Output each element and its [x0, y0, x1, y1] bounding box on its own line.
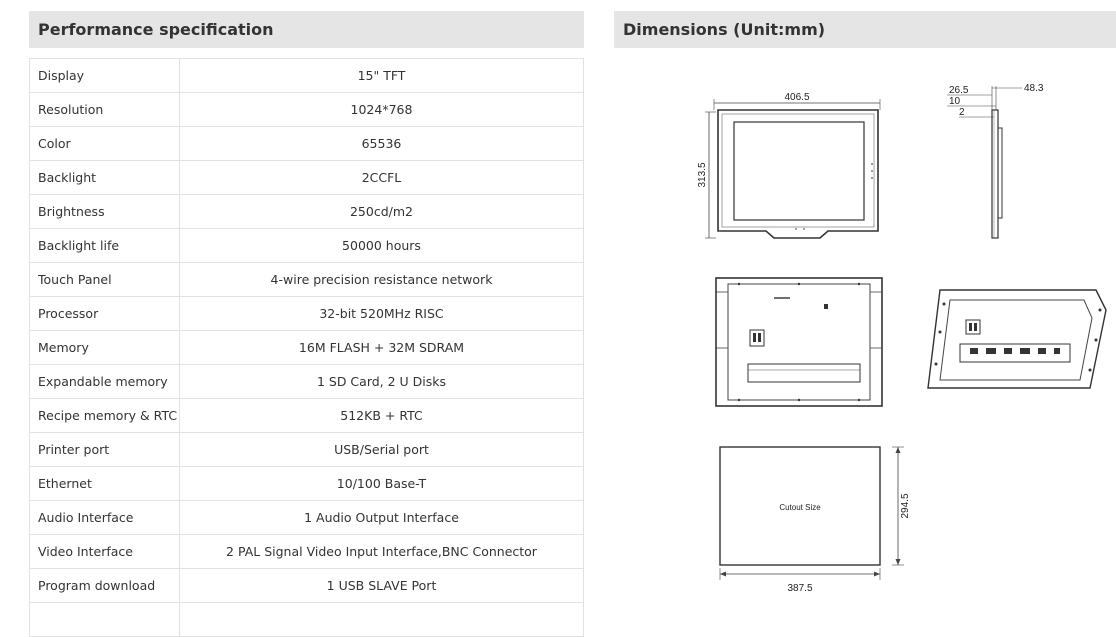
cutout-label: Cutout Size: [779, 503, 821, 512]
spec-label: Resolution: [29, 92, 180, 127]
side-depth-label: 48.3: [1024, 83, 1044, 94]
spec-label: Color: [29, 126, 180, 161]
spec-value: 1 USB SLAVE Port: [179, 568, 584, 603]
front-height-label: 313.5: [697, 162, 708, 187]
spec-value: 250cd/m2: [179, 194, 584, 229]
cutout-drawing: Cutout Size 387.5 294.5: [719, 446, 911, 594]
dimension-drawings-svg: 406.5 313.5 26.5 10 2 48.3: [697, 83, 1107, 594]
spec-value: [179, 602, 584, 637]
spec-label: Printer port: [29, 432, 180, 467]
front-view: 406.5 313.5: [697, 92, 881, 239]
dimensions-heading: Dimensions (Unit:mm): [614, 11, 1116, 48]
cutout-width-label: 387.5: [787, 583, 812, 594]
side-dim-c-label: 2: [959, 107, 965, 118]
spec-label: Recipe memory & RTC: [29, 398, 180, 433]
cutout-height-label: 294.5: [900, 493, 911, 518]
spec-value: 10/100 Base-T: [179, 466, 584, 501]
spec-value: 4-wire precision resistance network: [179, 262, 584, 297]
performance-heading: Performance specification: [29, 11, 584, 48]
spec-label: Brightness: [29, 194, 180, 229]
front-width-label: 406.5: [784, 92, 809, 103]
spec-value: 2 PAL Signal Video Input Interface,BNC C…: [179, 534, 584, 569]
spec-value: 32-bit 520MHz RISC: [179, 296, 584, 331]
spec-label: Processor: [29, 296, 180, 331]
side-view: 26.5 10 2 48.3: [947, 83, 1044, 239]
spec-label: Video Interface: [29, 534, 180, 569]
side-dim-a-label: 26.5: [949, 85, 969, 96]
spec-row: [29, 602, 584, 637]
spec-value: 1 Audio Output Interface: [179, 500, 584, 535]
spec-value: 15" TFT: [179, 58, 584, 93]
spec-value: 1 SD Card, 2 U Disks: [179, 364, 584, 399]
side-dim-b-label: 10: [949, 96, 961, 107]
spec-label: Backlight: [29, 160, 180, 195]
spec-value: 512KB + RTC: [179, 398, 584, 433]
spec-value: 16M FLASH + 32M SDRAM: [179, 330, 584, 365]
spec-label: Backlight life: [29, 228, 180, 263]
spec-label: Program download: [29, 568, 180, 603]
spec-label: Expandable memory: [29, 364, 180, 399]
spec-value: 1024*768: [179, 92, 584, 127]
spec-value: USB/Serial port: [179, 432, 584, 467]
spec-label: Memory: [29, 330, 180, 365]
spec-value: 65536: [179, 126, 584, 161]
dimension-drawings: 406.5 313.5 26.5 10 2 48.3: [614, 48, 1116, 611]
spec-value: 50000 hours: [179, 228, 584, 263]
spec-label: Touch Panel: [29, 262, 180, 297]
rear-view: [715, 277, 883, 407]
spec-value: 2CCFL: [179, 160, 584, 195]
spec-label: Ethernet: [29, 466, 180, 501]
spec-label: [29, 602, 180, 637]
spec-label: Display: [29, 58, 180, 93]
spec-label: Audio Interface: [29, 500, 180, 535]
isometric-view: [927, 289, 1107, 389]
